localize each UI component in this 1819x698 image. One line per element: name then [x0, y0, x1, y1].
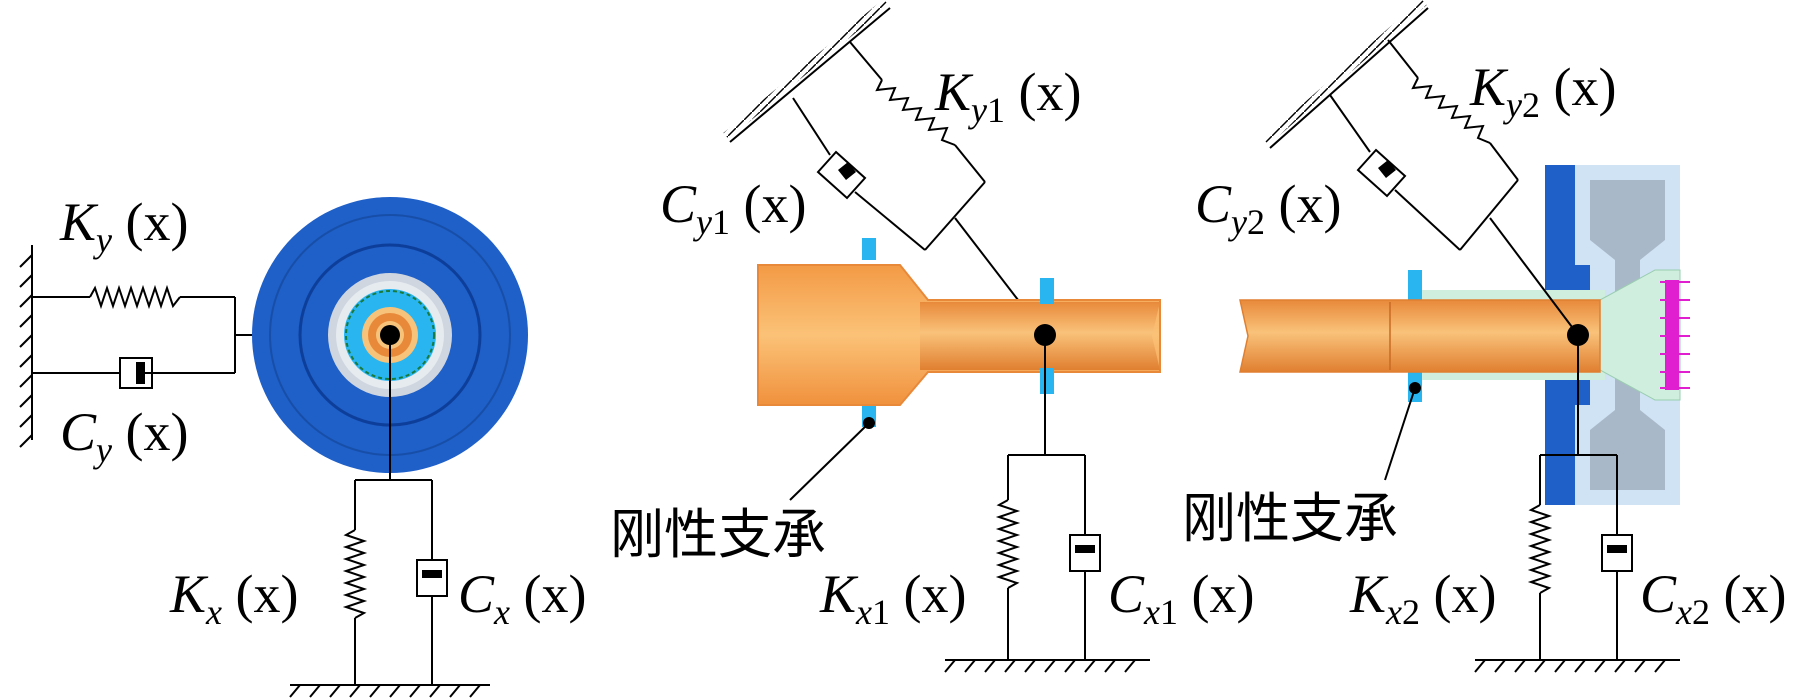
- ky-spring: [32, 284, 235, 310]
- inclined-wall-2-hatch: [1263, 0, 1427, 145]
- cy2-damper: [1329, 94, 1461, 251]
- label-kx: Kx (x): [169, 564, 298, 632]
- rigid-support-2-leader: [1384, 387, 1416, 481]
- label-kx2: Kx2 (x): [1349, 564, 1496, 632]
- label-cx2: Cx2 (x): [1640, 564, 1786, 632]
- bearing-2-top: [1040, 278, 1054, 304]
- shaft-2: [1239, 270, 1601, 402]
- ground-3: [1474, 659, 1680, 673]
- disk-cross-section-panel: Ky (x) Cy (x) Kx (x) Cx (x): [19, 192, 586, 698]
- bearing-2-bottom: [1040, 368, 1054, 394]
- label-ky1: Ky1 (x): [934, 62, 1081, 130]
- diagonal-link-2: [1489, 217, 1579, 336]
- label-rigid-support-1: 刚性支承: [610, 503, 826, 566]
- inclined-wall-1: [729, 7, 891, 143]
- kx-spring: [342, 480, 368, 685]
- shaft-end-2-panel: 刚性支承 Ky2 (x) Cy2 (x) Kx2 (x) Cx2 (x): [1182, 0, 1786, 673]
- bearing-1-top: [862, 238, 876, 260]
- kx1-spring: [995, 455, 1021, 660]
- label-ky2: Ky2 (x): [1469, 57, 1616, 125]
- ky2-spring: [1387, 39, 1519, 181]
- cx1-damper: [1069, 455, 1101, 660]
- label-cx1: Cx1 (x): [1108, 564, 1254, 632]
- kx2-spring: [1527, 455, 1553, 660]
- label-kx1: Kx1 (x): [819, 564, 966, 632]
- label-ky: Ky (x): [59, 192, 188, 260]
- cx2-damper: [1601, 455, 1633, 660]
- cy1-damper: [792, 97, 926, 251]
- label-rigid-support-2: 刚性支承: [1182, 487, 1398, 550]
- label-cy: Cy (x): [60, 402, 188, 470]
- ground-2: [944, 659, 1150, 673]
- label-cy1: Cy1 (x): [660, 174, 806, 242]
- label-cy2: Cy2 (x): [1195, 174, 1341, 242]
- inclined-wall-1-hatch: [723, 0, 889, 140]
- left-wall-hatch: [19, 254, 33, 448]
- inclined-wall-2: [1269, 7, 1429, 149]
- shaft-1: [757, 238, 1161, 427]
- rigid-support-1-leader: [789, 422, 870, 501]
- cy-damper: [32, 357, 235, 389]
- shaft-end-1-panel: 刚性支承 Ky1 (x) Cy1 (x) Kx1 (x) Cx1 (x): [610, 0, 1254, 673]
- ky1-spring: [849, 41, 986, 183]
- cx-damper: [416, 480, 448, 685]
- yoke-2: [1459, 179, 1519, 251]
- bearing-3-top: [1408, 270, 1422, 300]
- ground-1: [289, 684, 490, 698]
- yoke-1: [924, 181, 986, 251]
- label-cx: Cx (x): [458, 564, 586, 632]
